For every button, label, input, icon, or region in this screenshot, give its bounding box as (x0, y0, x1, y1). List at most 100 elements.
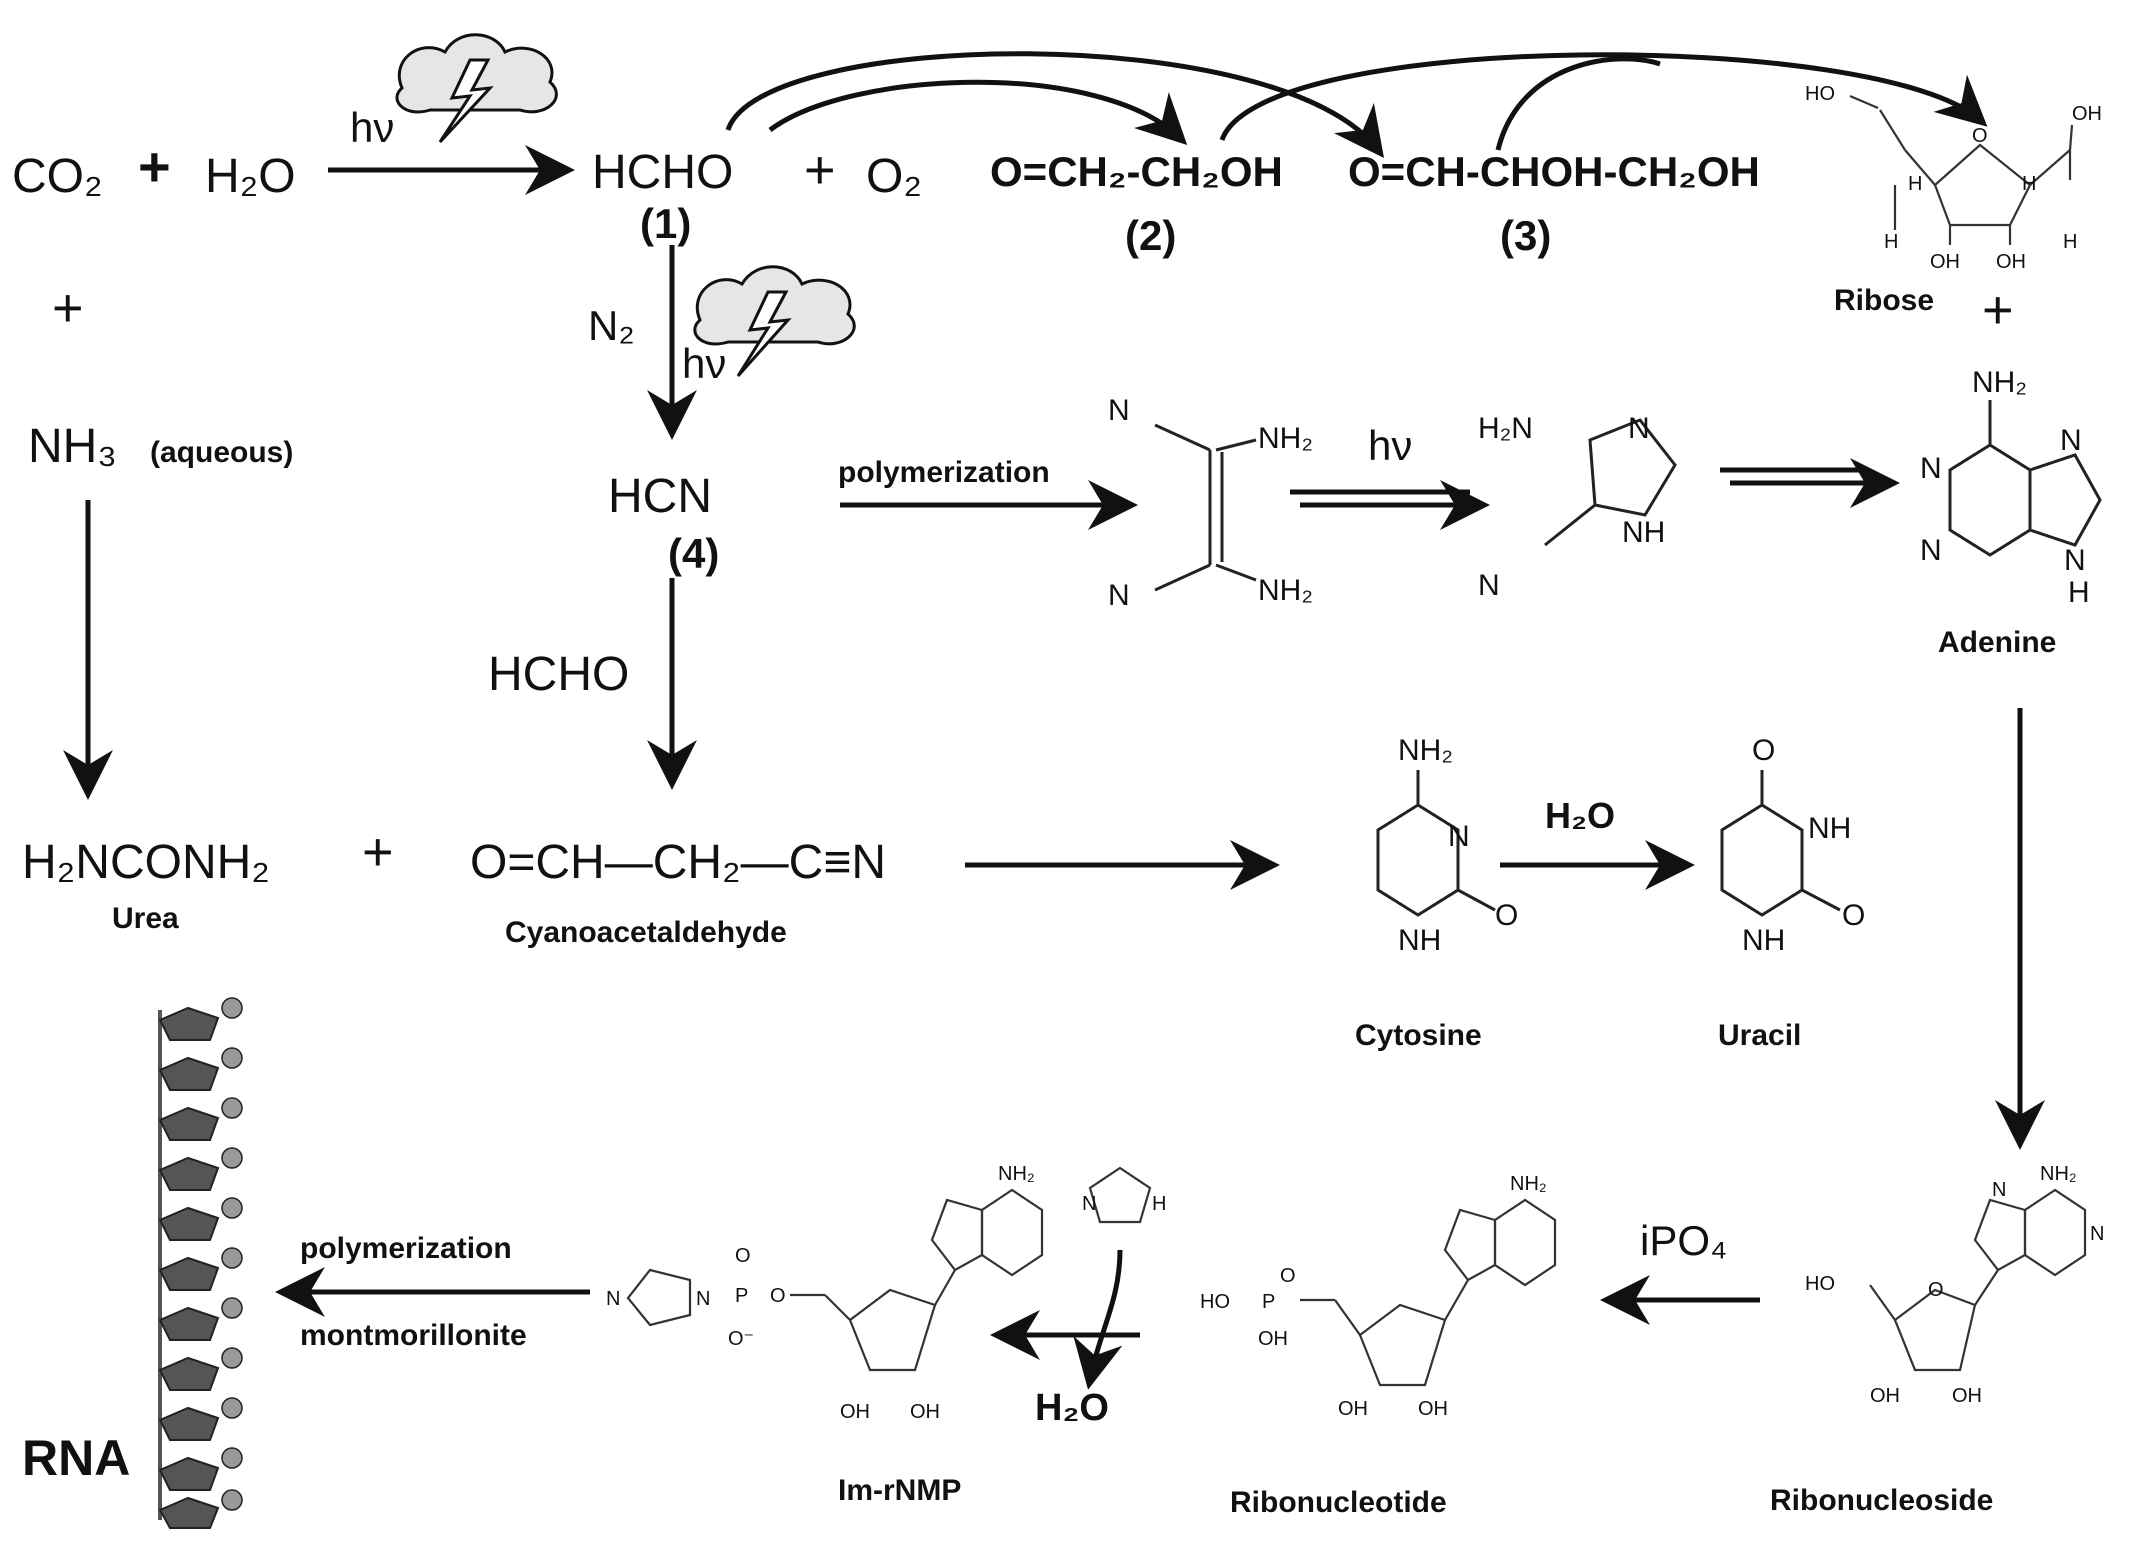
lightning-cloud-icon-2 (693, 265, 856, 377)
svg-text:NH₂: NH₂ (1972, 366, 2027, 399)
svg-text:O: O (1928, 1279, 1944, 1301)
svg-text:H: H (2063, 231, 2077, 253)
svg-text:O: O (735, 1245, 751, 1267)
svg-text:NH₂: NH₂ (1258, 574, 1313, 607)
svg-text:OH: OH (910, 1401, 940, 1423)
cytosine-structure: NH₂ N O NH (1376, 734, 1518, 957)
curve-arrow-hcho-to-2 (768, 79, 1188, 145)
svg-text:N: N (2090, 1223, 2104, 1245)
water-release-arrow (1073, 1249, 1123, 1390)
svg-text:O⁻: O⁻ (728, 1328, 754, 1350)
hv-label-1: hν (350, 104, 394, 151)
svg-text:O: O (1495, 899, 1518, 932)
svg-text:N: N (1082, 1193, 1096, 1215)
ribonucleotide-structure: NH₂ O P HO OH OH OH (1200, 1173, 1557, 1420)
svg-text:N: N (1478, 569, 1500, 602)
plus-urea-sign: + (362, 822, 394, 882)
nh3-aqueous-note: (aqueous) (150, 436, 293, 469)
svg-text:OH: OH (1258, 1328, 1288, 1350)
ribose-plus-sign: + (1982, 280, 2014, 340)
svg-text:NH₂: NH₂ (998, 1163, 1035, 1185)
curve-arrow-hcho-to-3 (725, 51, 1385, 158)
svg-text:NH: NH (1742, 924, 1785, 957)
phosphate-label: iPO₄ (1640, 1217, 1727, 1264)
svg-text:OH: OH (1930, 251, 1960, 273)
plus-nh3-sign: + (52, 278, 84, 338)
o2-label: O₂ (866, 150, 922, 203)
svg-text:OH: OH (2072, 103, 2102, 125)
nh3-label: NH₃ (28, 420, 117, 473)
svg-text:NH: NH (1808, 812, 1851, 845)
aminoimidazole-carbonitrile-structure: N NH H₂N N (1478, 412, 1677, 602)
cyanoacetaldehyde-label: Cyanoacetaldehyde (505, 916, 787, 949)
urea-formula: H₂NCONH₂ (22, 836, 270, 889)
svg-text:N: N (696, 1288, 710, 1310)
svg-text:OH: OH (1952, 1385, 1982, 1407)
svg-text:O: O (1972, 125, 1988, 147)
svg-text:N: N (2060, 424, 2082, 457)
svg-text:N: N (1108, 394, 1130, 427)
svg-text:NH₂: NH₂ (1258, 422, 1313, 455)
imidazole-structure: N H (1082, 1166, 1166, 1224)
svg-text:HO: HO (1200, 1291, 1230, 1313)
curve-arrow-2-to-ribose (1219, 52, 1988, 141)
svg-text:P: P (1262, 1291, 1275, 1313)
ribose-label: Ribose (1834, 284, 1934, 317)
hcho-number: (1) (640, 200, 691, 247)
hcho-reagent-label: HCHO (488, 648, 629, 701)
svg-text:H: H (2022, 173, 2036, 195)
svg-text:N: N (1448, 820, 1470, 853)
svg-text:H: H (2068, 576, 2090, 609)
svg-text:H: H (1884, 231, 1898, 253)
diaminomaleonitrile-structure: N N NH₂ NH₂ (1108, 394, 1313, 612)
svg-text:OH: OH (1870, 1385, 1900, 1407)
curve-arrow-3-to-ribose (1495, 56, 1661, 151)
ribonucleoside-structure: NH₂ N N O HO OH OH (1805, 1163, 2104, 1407)
svg-text:NH₂: NH₂ (1510, 1173, 1547, 1195)
hydrolysis-water-label: H₂O (1545, 795, 1615, 836)
lightning-cloud-icon (395, 33, 558, 144)
svg-text:P: P (735, 1285, 748, 1307)
glyceraldehyde-number: (3) (1500, 212, 1551, 259)
plus-sign: + (138, 135, 171, 198)
rna-strand-illustration (158, 997, 243, 1529)
svg-text:H: H (1908, 173, 1922, 195)
uracil-structure: O NH O NH (1720, 734, 1865, 957)
svg-text:N: N (606, 1288, 620, 1310)
svg-text:O: O (1842, 899, 1865, 932)
hcn-label: HCN (608, 470, 712, 523)
svg-text:N: N (1628, 412, 1650, 445)
polymerization-label-2: polymerization (300, 1232, 512, 1265)
cytosine-label: Cytosine (1355, 1019, 1482, 1052)
cyanoacetaldehyde-formula: O=CH—CH₂—C≡N (470, 836, 886, 889)
svg-text:H: H (1152, 1193, 1166, 1215)
ribose-structure: O HO OH OH OH H H H H (1805, 83, 2102, 273)
hv-label-2: hν (682, 340, 726, 387)
glyceraldehyde-formula: O=CH-CHOH-CH₂OH (1348, 148, 1760, 195)
svg-text:NH: NH (1398, 924, 1441, 957)
svg-text:NH₂: NH₂ (2040, 1163, 2077, 1185)
hcn-number: (4) (668, 530, 719, 577)
uracil-label: Uracil (1718, 1019, 1801, 1052)
svg-text:OH: OH (1418, 1398, 1448, 1420)
svg-text:N: N (1920, 534, 1942, 567)
hv-label-3: hν (1368, 422, 1412, 469)
svg-text:O: O (1280, 1265, 1296, 1287)
n2-label: N₂ (588, 302, 635, 349)
svg-text:HO: HO (1805, 1273, 1835, 1295)
svg-text:O: O (770, 1285, 786, 1307)
svg-text:N: N (1920, 452, 1942, 485)
svg-text:NH: NH (1622, 516, 1665, 549)
glycolaldehyde-number: (2) (1125, 212, 1176, 259)
montmorillonite-label: montmorillonite (300, 1319, 527, 1352)
im-rnmp-label: Im-rNMP (838, 1474, 961, 1507)
svg-text:OH: OH (840, 1401, 870, 1423)
svg-text:OH: OH (1338, 1398, 1368, 1420)
polymerization-label-1: polymerization (838, 456, 1050, 489)
urea-label: Urea (112, 902, 179, 935)
water-release-label: H₂O (1035, 1387, 1109, 1429)
svg-text:N: N (1992, 1179, 2006, 1201)
plus-o2-sign: + (804, 140, 836, 200)
